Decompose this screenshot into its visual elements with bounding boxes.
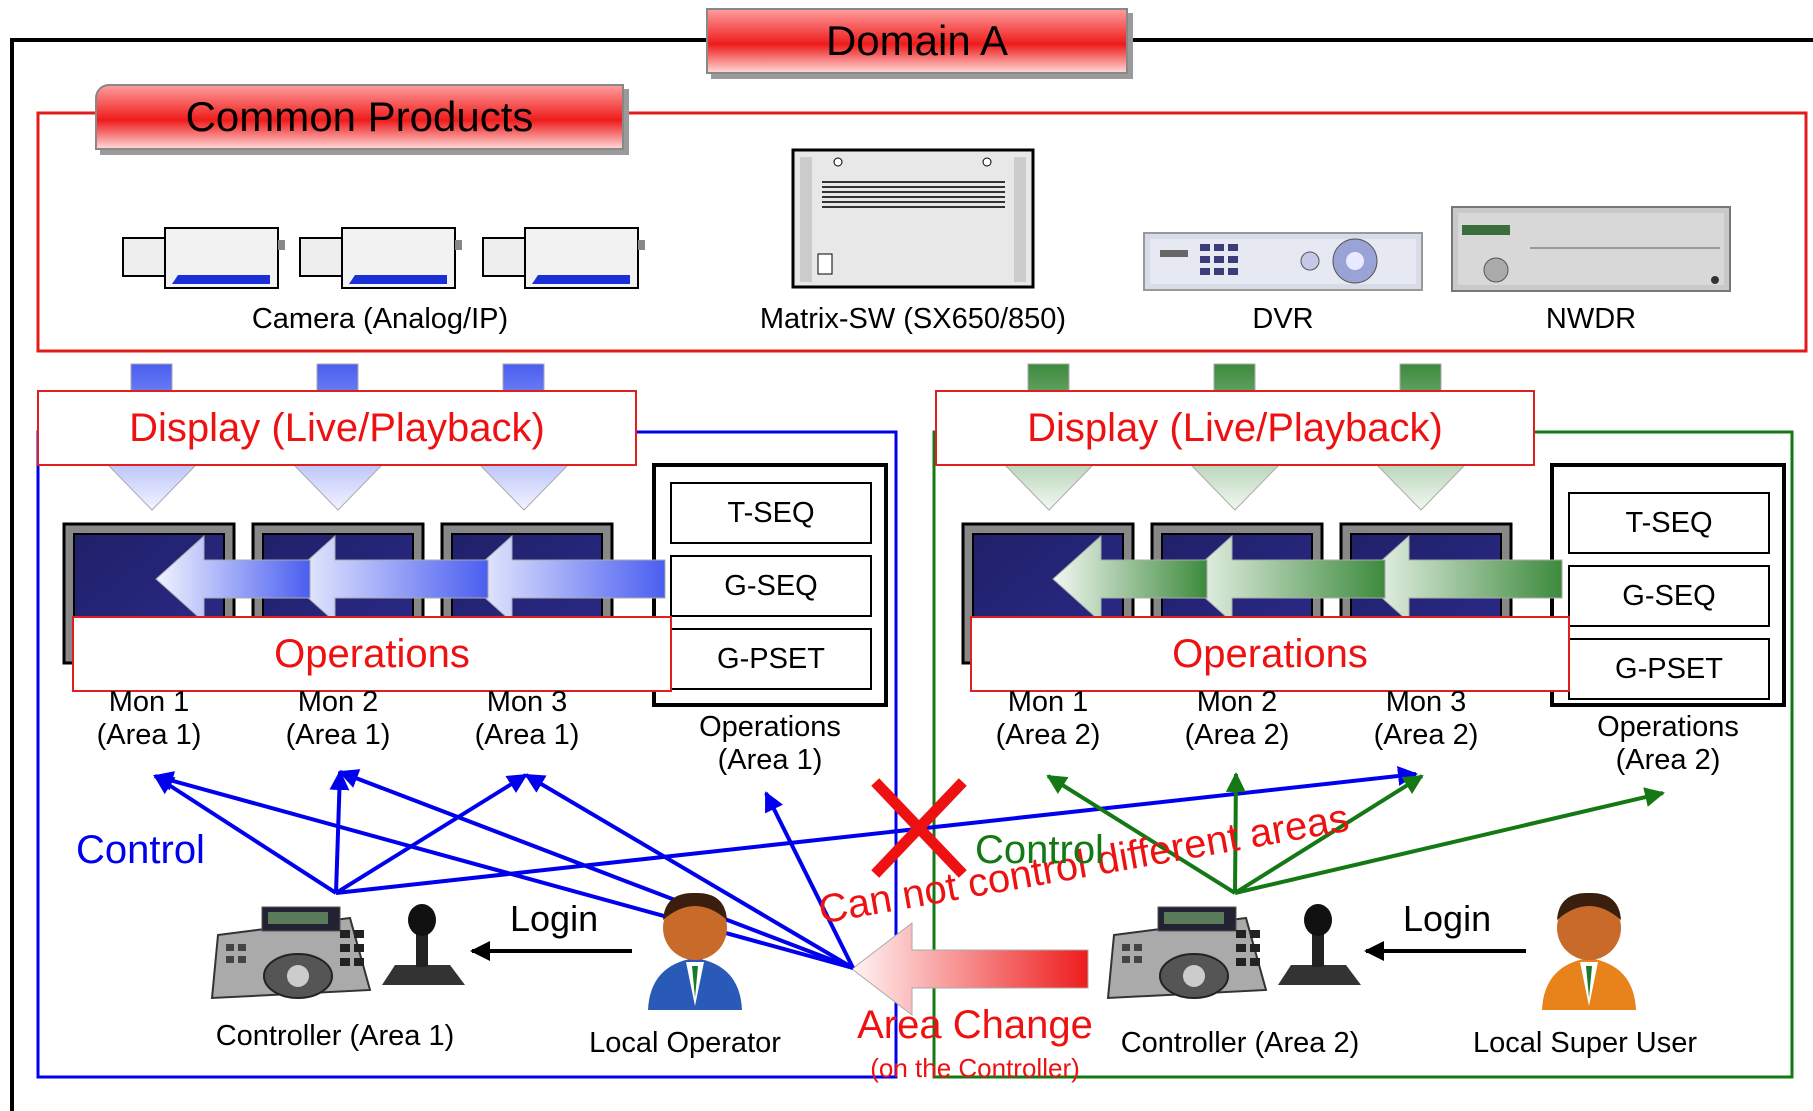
area-change-sublabel: (on the Controller) [870, 1053, 1080, 1083]
matrix-switcher-label: Matrix-SW (SX650/850) [759, 303, 1067, 335]
dvr-icon [1143, 232, 1423, 291]
g-seq-box-area-1: G-SEQ [670, 555, 872, 617]
common-products-title: Common Products [95, 84, 624, 150]
monitor-area: (Area 1) [96, 719, 202, 752]
control-label-area-1: Control [76, 828, 205, 872]
monitor-caption: Mon 3 (Area 1) [452, 686, 602, 753]
common-products-frame [36, 111, 1808, 353]
controller-label-area-1: Controller (Area 1) [215, 1020, 455, 1052]
operations-caption-area-2: Operations (Area 2) [1558, 711, 1778, 778]
camera-icon [482, 227, 645, 289]
operations-banner-area-2: Operations [970, 616, 1570, 692]
operations-banner-area-1: Operations [72, 616, 672, 692]
operations-caption-name: Operations [699, 711, 841, 743]
monitor-area: (Area 2) [1184, 719, 1290, 752]
monitor-name: Mon 1 [108, 686, 190, 718]
monitor-caption: Mon 1 (Area 1) [74, 686, 224, 753]
monitor-name: Mon 2 [1196, 686, 1278, 718]
t-seq-box-area-1: T-SEQ [670, 482, 872, 544]
controller-icon [210, 904, 465, 1000]
g-pset-box-area-1: G-PSET [670, 628, 872, 690]
monitor-name: Mon 1 [1007, 686, 1089, 718]
domain-frame-left [10, 38, 708, 1111]
nwdr-label: NWDR [1545, 303, 1637, 335]
camera-label: Camera (Analog/IP) [251, 303, 509, 335]
operations-caption-area-1: Operations (Area 1) [660, 711, 880, 778]
controller-icon [1106, 904, 1361, 1000]
monitor-area: (Area 2) [1373, 719, 1479, 752]
operations-arrows-area-1 [155, 534, 666, 624]
local-super-user-avatar-icon [1542, 892, 1636, 1010]
domain-title: Domain A [706, 8, 1128, 74]
local-super-user-label: Local Super User [1472, 1027, 1698, 1059]
monitor-caption: Mon 2 (Area 2) [1162, 686, 1312, 753]
control-lines-area-2 [1046, 772, 1665, 895]
area-change-label: Area Change [857, 1003, 1093, 1047]
local-operator-avatar-icon [648, 892, 742, 1010]
operations-arrows-area-2 [1052, 534, 1563, 624]
display-banner-area-1: Display (Live/Playback) [37, 390, 637, 466]
operations-caption-name: Operations [1597, 711, 1739, 743]
login-label-area-1: Login [510, 898, 599, 939]
camera-icon [299, 227, 462, 289]
g-pset-box-area-2: G-PSET [1568, 638, 1770, 700]
monitor-name: Mon 2 [297, 686, 379, 718]
restriction-x-icon [871, 778, 967, 878]
controller-label-area-2: Controller (Area 2) [1120, 1027, 1360, 1059]
monitor-name: Mon 3 [486, 686, 568, 718]
area-change-arrow [851, 921, 1089, 1017]
nwdr-icon [1451, 206, 1731, 292]
monitor-area: (Area 1) [285, 719, 391, 752]
control-label-area-2: Control [975, 828, 1104, 872]
dvr-label: DVR [1252, 303, 1314, 335]
camera-icon [122, 227, 285, 289]
matrix-switcher-icon [791, 148, 1035, 289]
monitor-area: (Area 2) [995, 719, 1101, 752]
g-seq-box-area-2: G-SEQ [1568, 565, 1770, 627]
monitor-caption: Mon 1 (Area 2) [973, 686, 1123, 753]
local-operator-label: Local Operator [589, 1027, 781, 1059]
monitor-name: Mon 3 [1385, 686, 1467, 718]
monitor-caption: Mon 3 (Area 2) [1351, 686, 1501, 753]
t-seq-box-area-2: T-SEQ [1568, 492, 1770, 554]
monitor-area: (Area 1) [474, 719, 580, 752]
monitor-caption: Mon 2 (Area 1) [263, 686, 413, 753]
login-label-area-2: Login [1403, 898, 1492, 939]
display-banner-area-2: Display (Live/Playback) [935, 390, 1535, 466]
operations-caption-area: (Area 2) [1615, 744, 1721, 777]
operations-caption-area: (Area 1) [717, 744, 823, 777]
